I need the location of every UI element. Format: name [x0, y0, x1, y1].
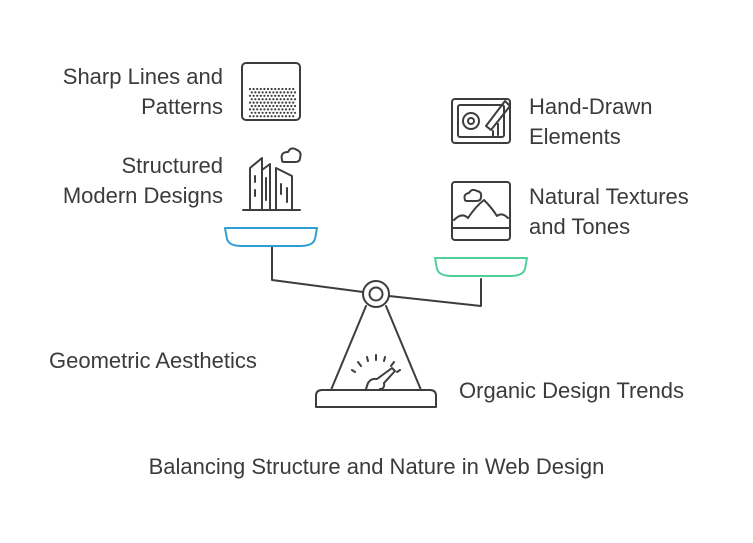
label-geometric-aesthetics: Geometric Aesthetics: [49, 346, 257, 376]
label-natural-textures-tones: Natural Textures and Tones: [529, 182, 689, 242]
label-line: Natural Textures: [529, 184, 689, 209]
label-line: Modern Designs: [62, 183, 223, 208]
pattern-dots: [248, 87, 297, 118]
diagram-title: Balancing Structure and Nature in Web De…: [0, 452, 753, 482]
label-line: Structured: [121, 153, 224, 178]
label-line: and Tones: [529, 214, 631, 239]
gauge-icon: [351, 354, 401, 390]
label-line: Hand-Drawn: [529, 94, 653, 119]
left-pan: [224, 227, 318, 247]
label-hand-drawn-elements: Hand-Drawn Elements: [529, 92, 653, 152]
scale-beam: [271, 245, 482, 307]
side-label-text: Geometric Aesthetics: [49, 348, 257, 373]
label-line: Elements: [529, 124, 621, 149]
city-buildings-icon: [242, 147, 302, 211]
diagram-title-text: Balancing Structure and Nature in Web De…: [148, 454, 605, 479]
scale-pivot: [362, 280, 390, 308]
label-structured-modern-designs: Structured Modern Designs: [63, 151, 223, 211]
label-sharp-lines-patterns: Sharp Lines and Patterns: [63, 62, 223, 122]
scale-base: [315, 389, 437, 408]
drawing-tablet-icon: [451, 98, 511, 144]
label-line: Sharp Lines and: [62, 64, 223, 89]
dotted-pattern-icon: [241, 62, 301, 121]
scale-stand: [330, 305, 422, 391]
right-pan: [434, 257, 528, 277]
landscape-image-icon: [451, 181, 511, 241]
label-organic-design-trends: Organic Design Trends: [459, 376, 684, 406]
side-label-text: Organic Design Trends: [459, 378, 684, 403]
label-line: Patterns: [141, 94, 223, 119]
